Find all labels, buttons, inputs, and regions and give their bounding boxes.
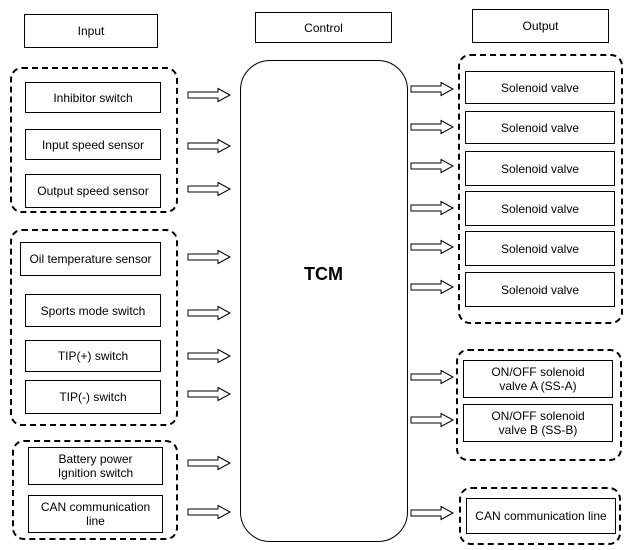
on-off-solenoid-a-box: ON/OFF solenoid valve A (SS-A)	[463, 360, 613, 398]
solenoid-valve-box-1: Solenoid valve	[465, 71, 615, 104]
control-header: Control	[255, 12, 392, 43]
solenoid-valve-box-4: Solenoid valve	[465, 191, 615, 226]
arrow-solenoid-3	[410, 159, 454, 173]
sports-mode-switch-box: Sports mode switch	[25, 294, 161, 327]
arrow-inhibitor	[187, 88, 231, 102]
output-group-3	[459, 487, 621, 545]
output-header: Output	[472, 9, 609, 43]
output-group-2	[456, 349, 622, 461]
arrow-solenoid-1	[410, 82, 454, 96]
arrow-solenoid-5	[410, 240, 454, 254]
arrow-can-in	[187, 505, 231, 519]
output-group-1	[458, 54, 623, 324]
arrow-input-speed	[187, 139, 231, 153]
tip-minus-switch-box: TIP(-) switch	[25, 380, 161, 414]
tcm-block	[240, 60, 408, 542]
arrow-battery	[187, 456, 231, 470]
tip-plus-switch-box: TIP(+) switch	[25, 340, 161, 372]
tcm-label: TCM	[304, 264, 343, 284]
arrow-oil-temp	[187, 250, 231, 264]
arrow-tip-minus	[187, 387, 231, 401]
solenoid-valve-box-6: Solenoid valve	[465, 272, 615, 307]
arrow-tip-plus	[187, 349, 231, 363]
solenoid-valve-box-3: Solenoid valve	[465, 151, 615, 186]
solenoid-valve-box-2: Solenoid valve	[465, 111, 615, 144]
oil-temperature-sensor-box: Oil temperature sensor	[20, 242, 161, 276]
input-speed-sensor-box: Input speed sensor	[25, 129, 161, 160]
arrow-solenoid-2	[410, 120, 454, 134]
can-communication-input-box: CAN communication line	[28, 495, 163, 533]
inhibitor-switch-box: Inhibitor switch	[25, 82, 161, 113]
arrow-ss-a	[410, 370, 454, 384]
on-off-solenoid-b-box: ON/OFF solenoid valve B (SS-B)	[463, 404, 613, 442]
input-group-3	[12, 440, 178, 540]
arrow-can-out	[410, 506, 454, 520]
arrow-solenoid-4	[410, 201, 454, 215]
arrow-output-speed	[187, 182, 231, 196]
output-speed-sensor-box: Output speed sensor	[25, 174, 161, 208]
arrow-sports-mode	[187, 306, 231, 320]
input-group-2	[10, 229, 178, 426]
arrow-solenoid-6	[410, 280, 454, 294]
input-header: Input	[24, 14, 158, 48]
battery-ignition-box: Battery power Ignition switch	[28, 447, 163, 485]
arrow-ss-b	[410, 413, 454, 427]
input-group-1	[10, 67, 178, 213]
solenoid-valve-box-5: Solenoid valve	[465, 231, 615, 266]
can-communication-output-box: CAN communication line	[466, 498, 616, 534]
